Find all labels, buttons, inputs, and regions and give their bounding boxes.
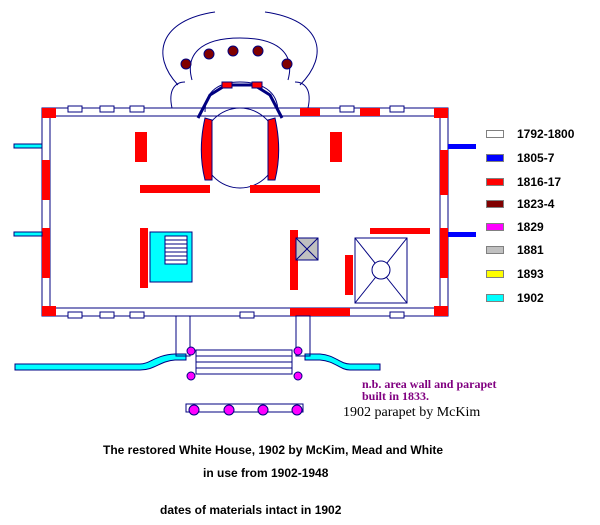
usage-caption: in use from 1902-1948 bbox=[203, 466, 329, 480]
dates-caption: dates of materials intact in 1902 bbox=[160, 503, 342, 517]
legend-item: 1792-1800 bbox=[486, 127, 574, 141]
red-wall-fragments bbox=[42, 108, 448, 316]
legend-item: 1893 bbox=[486, 267, 544, 281]
window-openings bbox=[67, 105, 405, 319]
cyan-terraces bbox=[13, 143, 381, 371]
north-entrance bbox=[175, 315, 311, 375]
diagram-title: The restored White House, 1902 by McKim,… bbox=[103, 443, 444, 457]
south-portico bbox=[162, 11, 318, 109]
legend-item: 1805-7 bbox=[486, 151, 554, 165]
magenta-columns bbox=[185, 346, 304, 416]
legend-swatch bbox=[486, 223, 504, 231]
legend-swatch bbox=[486, 200, 504, 208]
legend-swatch bbox=[486, 178, 504, 186]
legend-label: 1829 bbox=[517, 220, 544, 234]
legend-item: 1829 bbox=[486, 220, 544, 234]
legend-swatch bbox=[486, 294, 504, 302]
legend-item: 1816-17 bbox=[486, 175, 561, 189]
legend-swatch bbox=[486, 270, 504, 278]
legend-label: 1816-17 bbox=[517, 175, 562, 189]
legend-label: 1893 bbox=[517, 267, 544, 281]
legend-label: 1823-4 bbox=[517, 197, 555, 211]
outer-walls bbox=[41, 107, 449, 317]
parapet-note: 1902 parapet by McKim bbox=[343, 405, 481, 420]
legend-item: 1902 bbox=[486, 291, 544, 305]
note-line: built in 1833. bbox=[362, 389, 430, 403]
area-wall-note: n.b. area wall and parapet built in 1833… bbox=[362, 378, 496, 402]
grand-staircase bbox=[149, 231, 319, 283]
state-dining-room bbox=[354, 237, 408, 304]
portico-columns bbox=[180, 45, 293, 70]
east-west-colonnades bbox=[448, 144, 476, 237]
legend-label: 1792-1800 bbox=[517, 127, 575, 141]
note-line: n.b. area wall and parapet bbox=[362, 377, 497, 391]
legend-swatch bbox=[486, 246, 504, 254]
legend-label: 1805-7 bbox=[517, 151, 555, 165]
legend-swatch bbox=[486, 130, 504, 138]
legend-swatch bbox=[486, 154, 504, 162]
oval-room-bay bbox=[196, 81, 284, 189]
legend-label: 1902 bbox=[517, 291, 544, 305]
legend-item: 1881 bbox=[486, 243, 544, 257]
legend-label: 1881 bbox=[517, 243, 544, 257]
legend-item: 1823-4 bbox=[486, 197, 554, 211]
